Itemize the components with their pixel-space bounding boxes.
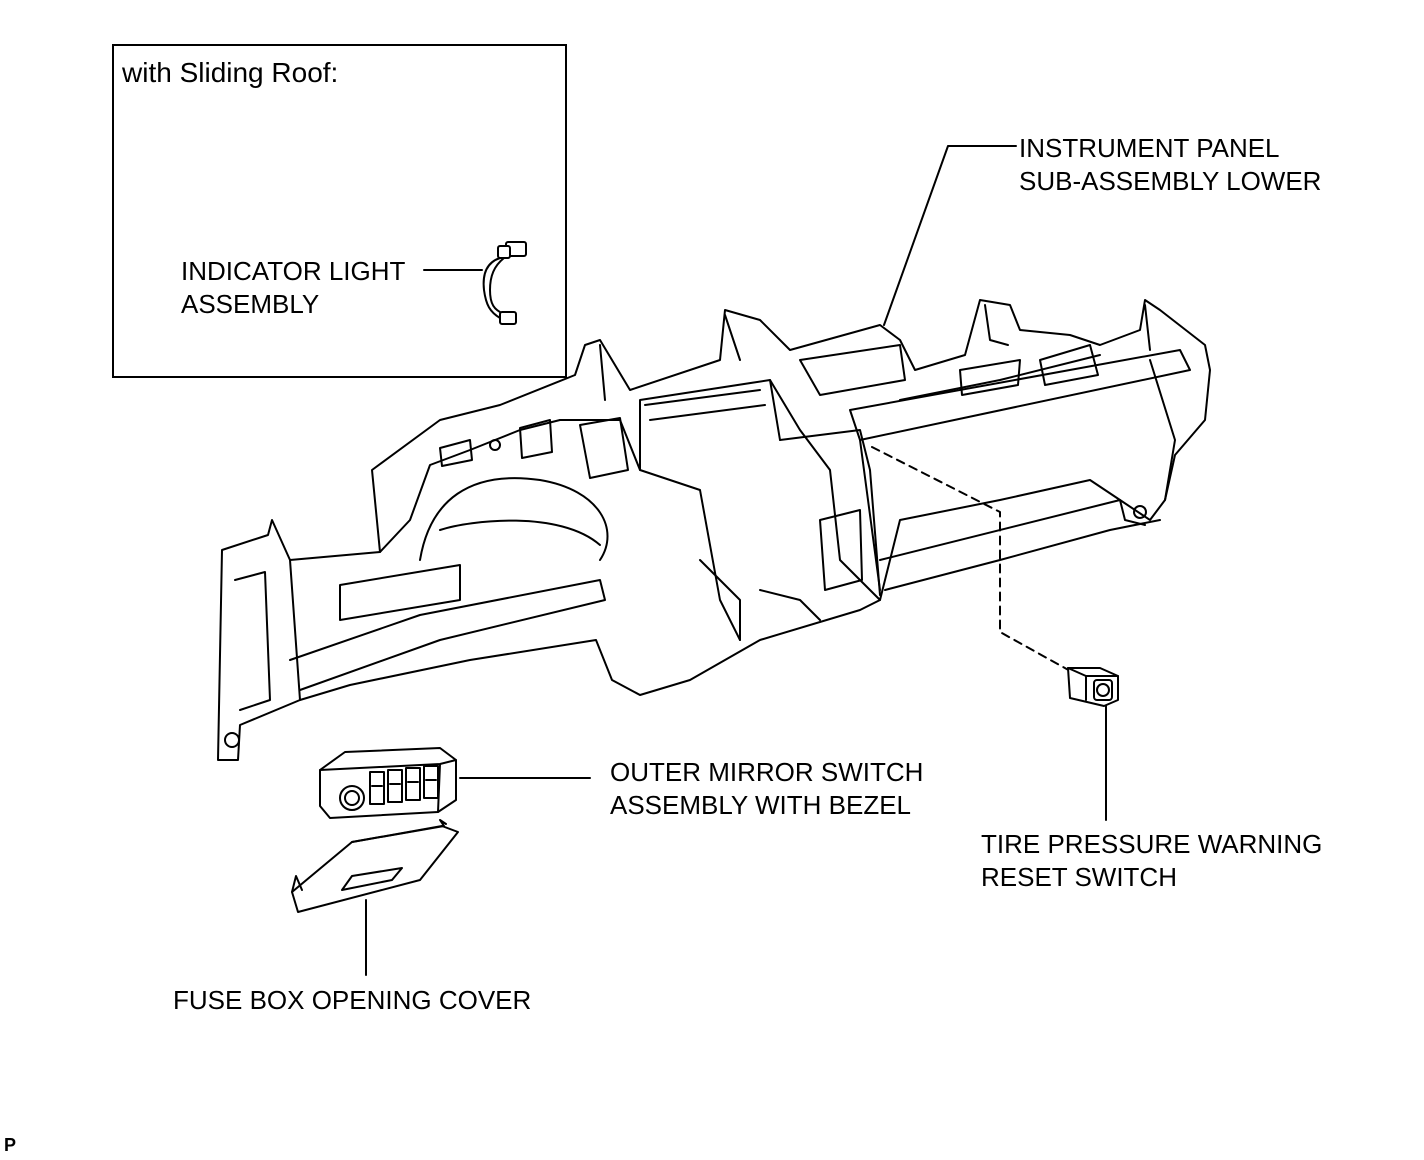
page-mark: P [4, 1135, 17, 1155]
instrument-panel-leader-line [883, 145, 1017, 326]
instrument-panel-label-line1: INSTRUMENT PANEL [1019, 133, 1280, 163]
outer-mirror-switch-drawing [319, 747, 457, 819]
tire-pressure-switch-label-line2: RESET SWITCH [981, 862, 1177, 892]
outer-mirror-switch-label-line1: OUTER MIRROR SWITCH [610, 757, 924, 787]
instrument-panel-label: INSTRUMENT PANEL SUB-ASSEMBLY LOWER [1019, 132, 1321, 198]
instrument-panel-drawing [217, 299, 1211, 761]
fuse-box-cover-label-line1: FUSE BOX OPENING COVER [173, 985, 532, 1015]
indicator-light-label-line1: INDICATOR LIGHT [181, 256, 406, 286]
tire-pressure-switch-label-line1: TIRE PRESSURE WARNING [981, 829, 1323, 859]
inset-title: with Sliding Roof: [122, 57, 339, 88]
sliding-roof-inset: with Sliding Roof: [112, 44, 567, 378]
outer-mirror-switch-label: OUTER MIRROR SWITCH ASSEMBLY WITH BEZEL [610, 756, 923, 822]
indicator-light-assembly-drawing [482, 241, 527, 325]
fuse-box-cover-label: FUSE BOX OPENING COVER [173, 984, 531, 1017]
fuse-box-cover-drawing [291, 819, 459, 913]
outer-mirror-switch-label-line2: ASSEMBLY WITH BEZEL [610, 790, 912, 820]
indicator-light-label: INDICATOR LIGHT ASSEMBLY [181, 255, 405, 321]
tire-switch-install-dashed-line [871, 446, 1073, 673]
tire-pressure-switch-drawing [1067, 667, 1119, 707]
tire-pressure-switch-label: TIRE PRESSURE WARNING RESET SWITCH [981, 828, 1322, 894]
indicator-light-label-line2: ASSEMBLY [181, 289, 320, 319]
instrument-panel-label-line2: SUB-ASSEMBLY LOWER [1019, 166, 1322, 196]
